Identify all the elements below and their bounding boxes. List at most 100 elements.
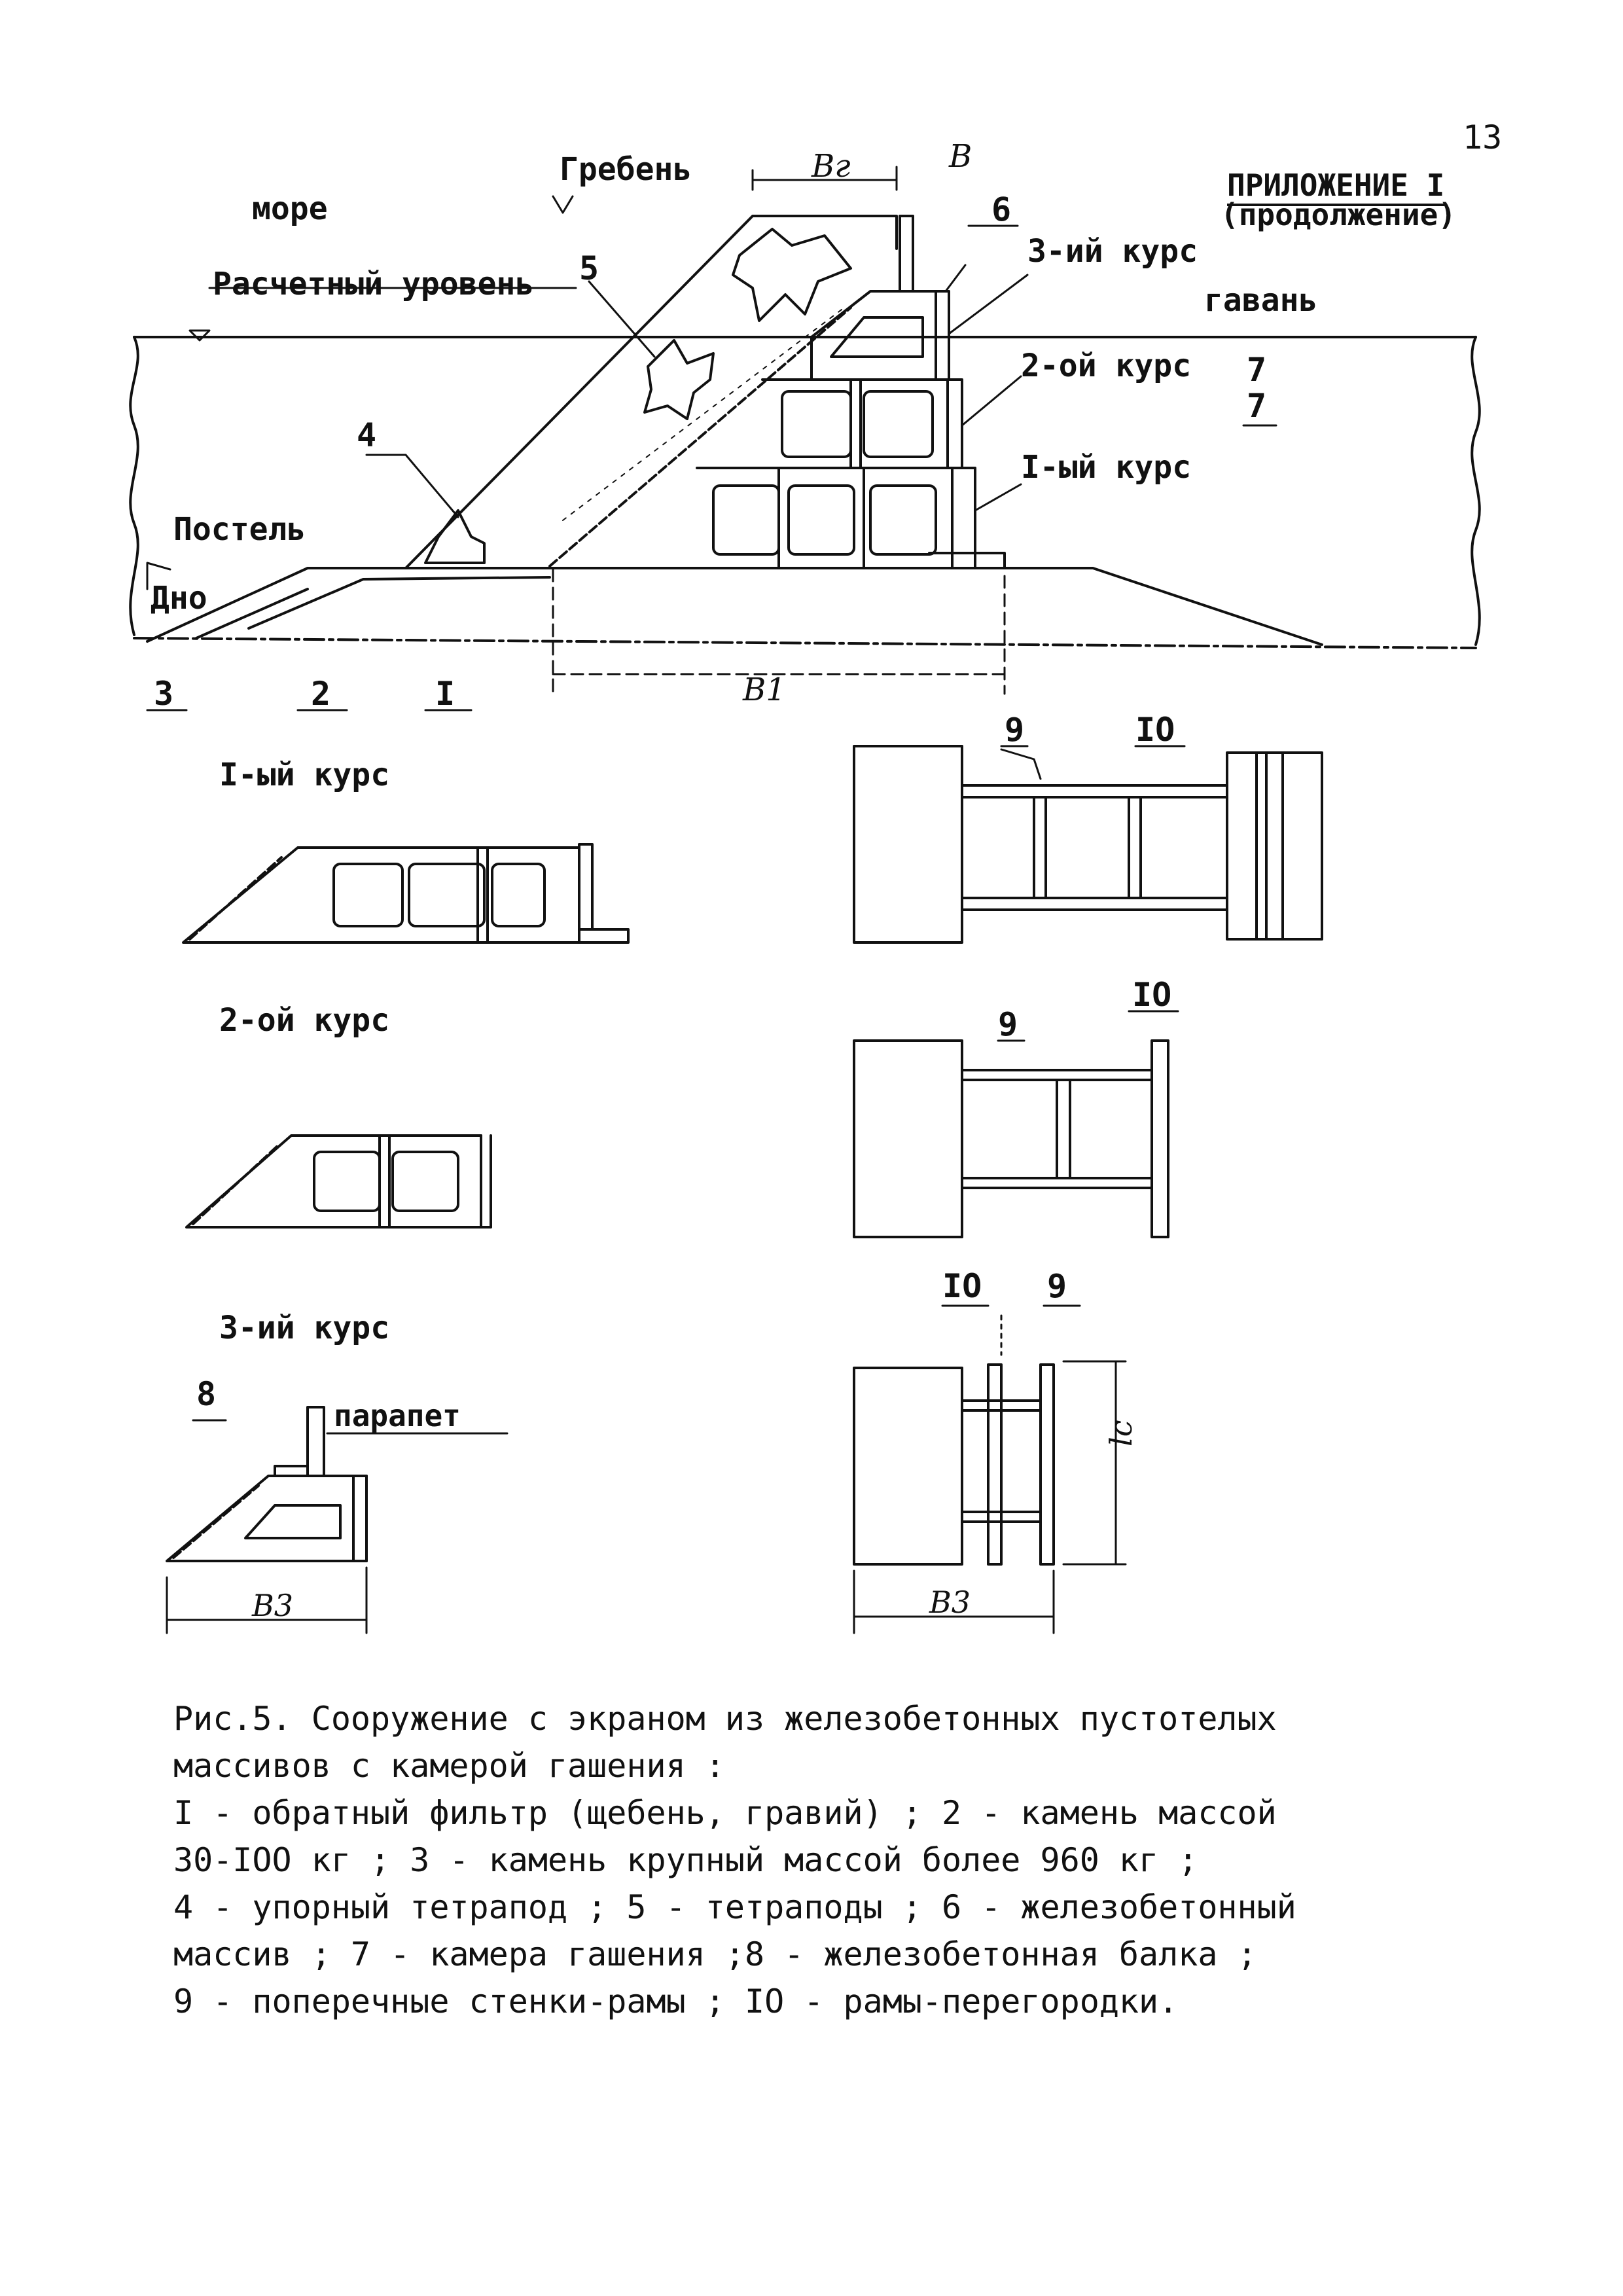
course1-plan-drawing	[853, 745, 1323, 944]
parapet	[899, 215, 914, 293]
left-break-line	[129, 336, 139, 636]
marker-5: 5	[579, 249, 599, 287]
filter-layer-outline	[247, 576, 551, 630]
leader-line	[961, 375, 1022, 427]
course1-chamber	[869, 484, 937, 556]
dim-line	[751, 166, 898, 191]
course1-foot	[928, 552, 1006, 569]
bed-label: Постель	[173, 511, 306, 548]
harbor-label: гавань	[1204, 282, 1318, 319]
course3-title: 3-ий курс	[219, 1310, 390, 1346]
appendix-continuation: (продолжение)	[1221, 197, 1457, 232]
course1-section-chamber	[408, 863, 486, 927]
course3-plan-dims	[853, 1360, 1127, 1634]
course3-plan-length-label: lс	[1103, 1420, 1139, 1446]
course1-plan-right-lines	[1255, 751, 1284, 941]
course3-plan-drawing	[853, 1304, 1127, 1634]
course3-plan-frame	[1039, 1363, 1055, 1566]
slope-dim-line	[562, 307, 845, 521]
course1-plan-rails	[961, 784, 1228, 911]
marker-7a: 7	[1247, 351, 1267, 389]
course2-section-chamber	[313, 1151, 381, 1212]
course3-section-drawing	[166, 1406, 508, 1634]
course2-plan-block	[853, 1039, 963, 1238]
marker-4: 4	[357, 416, 377, 454]
course2-plan-frames	[1056, 1079, 1071, 1179]
seabed-line	[133, 637, 1477, 649]
leader-line	[365, 454, 459, 518]
course1-plan-block-left	[853, 745, 963, 944]
course3-marker-8: 8	[196, 1375, 217, 1413]
tetrapod-shape	[732, 228, 852, 322]
course3-section-outline	[166, 1475, 368, 1562]
course1-chamber	[787, 484, 855, 556]
course1-section-wall	[578, 843, 630, 944]
course2-partition	[849, 378, 862, 469]
marker-underline	[997, 1010, 1179, 1042]
leader-line	[146, 562, 171, 590]
breadth-label: B	[949, 138, 972, 175]
leader-line	[944, 264, 967, 293]
marker-6: 6	[991, 190, 1012, 228]
course1-chamber	[712, 484, 780, 556]
course2-plan-marker-10: IO	[1132, 976, 1172, 1014]
course3-parapet	[306, 1406, 325, 1477]
stone-layer-outline	[195, 588, 309, 639]
course2-section-chamber	[391, 1151, 459, 1212]
course2-chamber	[863, 390, 934, 458]
course2-plan-end-wall	[1150, 1039, 1169, 1238]
course2-section-partitions	[378, 1134, 391, 1229]
course2-section-outline	[185, 1134, 482, 1229]
marker-1: I	[435, 675, 455, 713]
course1-partitions	[777, 467, 954, 569]
course3-plan-rails	[961, 1399, 1042, 1523]
tetrapod-shape	[643, 339, 715, 420]
caption-line: Рис.5. Сооружение с экраном из железобет…	[173, 1700, 1277, 1738]
marker-underline	[192, 1419, 508, 1435]
course3-plan-width-label: B3	[929, 1585, 971, 1620]
parapet-label: парапет	[334, 1398, 461, 1433]
leader-line	[948, 274, 1029, 335]
caption-line: массивов с камерой гашения :	[173, 1747, 725, 1785]
course3-beam	[274, 1465, 309, 1477]
course1-plan-marker-9: 9	[1005, 711, 1025, 749]
course3-block	[810, 290, 950, 381]
course2-section-drawing	[185, 1134, 492, 1229]
caption-line: 9 - поперечные стенки-рамы ; IO - рамы-п…	[173, 1982, 1179, 2020]
caption-line: 4 - упорный тетрапод ; 5 - тетраподы ; 6…	[173, 1888, 1296, 1926]
course1-slope-line	[188, 856, 283, 941]
course1-title: I-ый курс	[219, 757, 390, 793]
course3-section-wall	[352, 1475, 368, 1562]
dim-line	[552, 568, 1006, 695]
course3-plan-marker-9: 9	[1047, 1267, 1067, 1305]
level-marker	[188, 329, 211, 342]
course2-slope-line	[192, 1144, 279, 1225]
course3-plan-frame	[987, 1363, 1003, 1566]
course1-section-drawing	[182, 843, 630, 944]
base-width-label: B1	[743, 672, 786, 708]
course3-section-chamber	[244, 1504, 342, 1539]
leader-line	[974, 483, 1022, 512]
course2-section-wall	[480, 1134, 492, 1229]
sea-label: море	[252, 190, 328, 227]
marker-2: 2	[311, 675, 331, 713]
course1-section-outline	[182, 846, 580, 944]
crest-arrow	[552, 195, 574, 214]
course3-dim-line	[166, 1566, 368, 1634]
rubble-bed-outline	[146, 567, 1323, 646]
caption-line: массив ; 7 - камера гашения ;8 - железоб…	[173, 1935, 1257, 1973]
course3-chamber	[830, 316, 924, 358]
course3-width-label: B3	[252, 1588, 294, 1623]
course3-slope-line	[172, 1484, 260, 1559]
course1-label: I-ый курс	[1021, 449, 1192, 486]
marker-3: 3	[154, 675, 174, 713]
marker-underline	[146, 224, 1277, 711]
course3-plan-marker-10: IO	[942, 1267, 982, 1305]
course1-plan-leader	[1000, 748, 1042, 780]
figure-caption: Рис.5. Сооружение с экраном из железобет…	[173, 1695, 1515, 2025]
caption-line: 30-IOO кг ; 3 - камень крупный массой бо…	[173, 1841, 1198, 1879]
leader-line	[588, 280, 656, 358]
marker-7b: 7	[1247, 387, 1267, 425]
course2-chamber	[781, 390, 852, 458]
